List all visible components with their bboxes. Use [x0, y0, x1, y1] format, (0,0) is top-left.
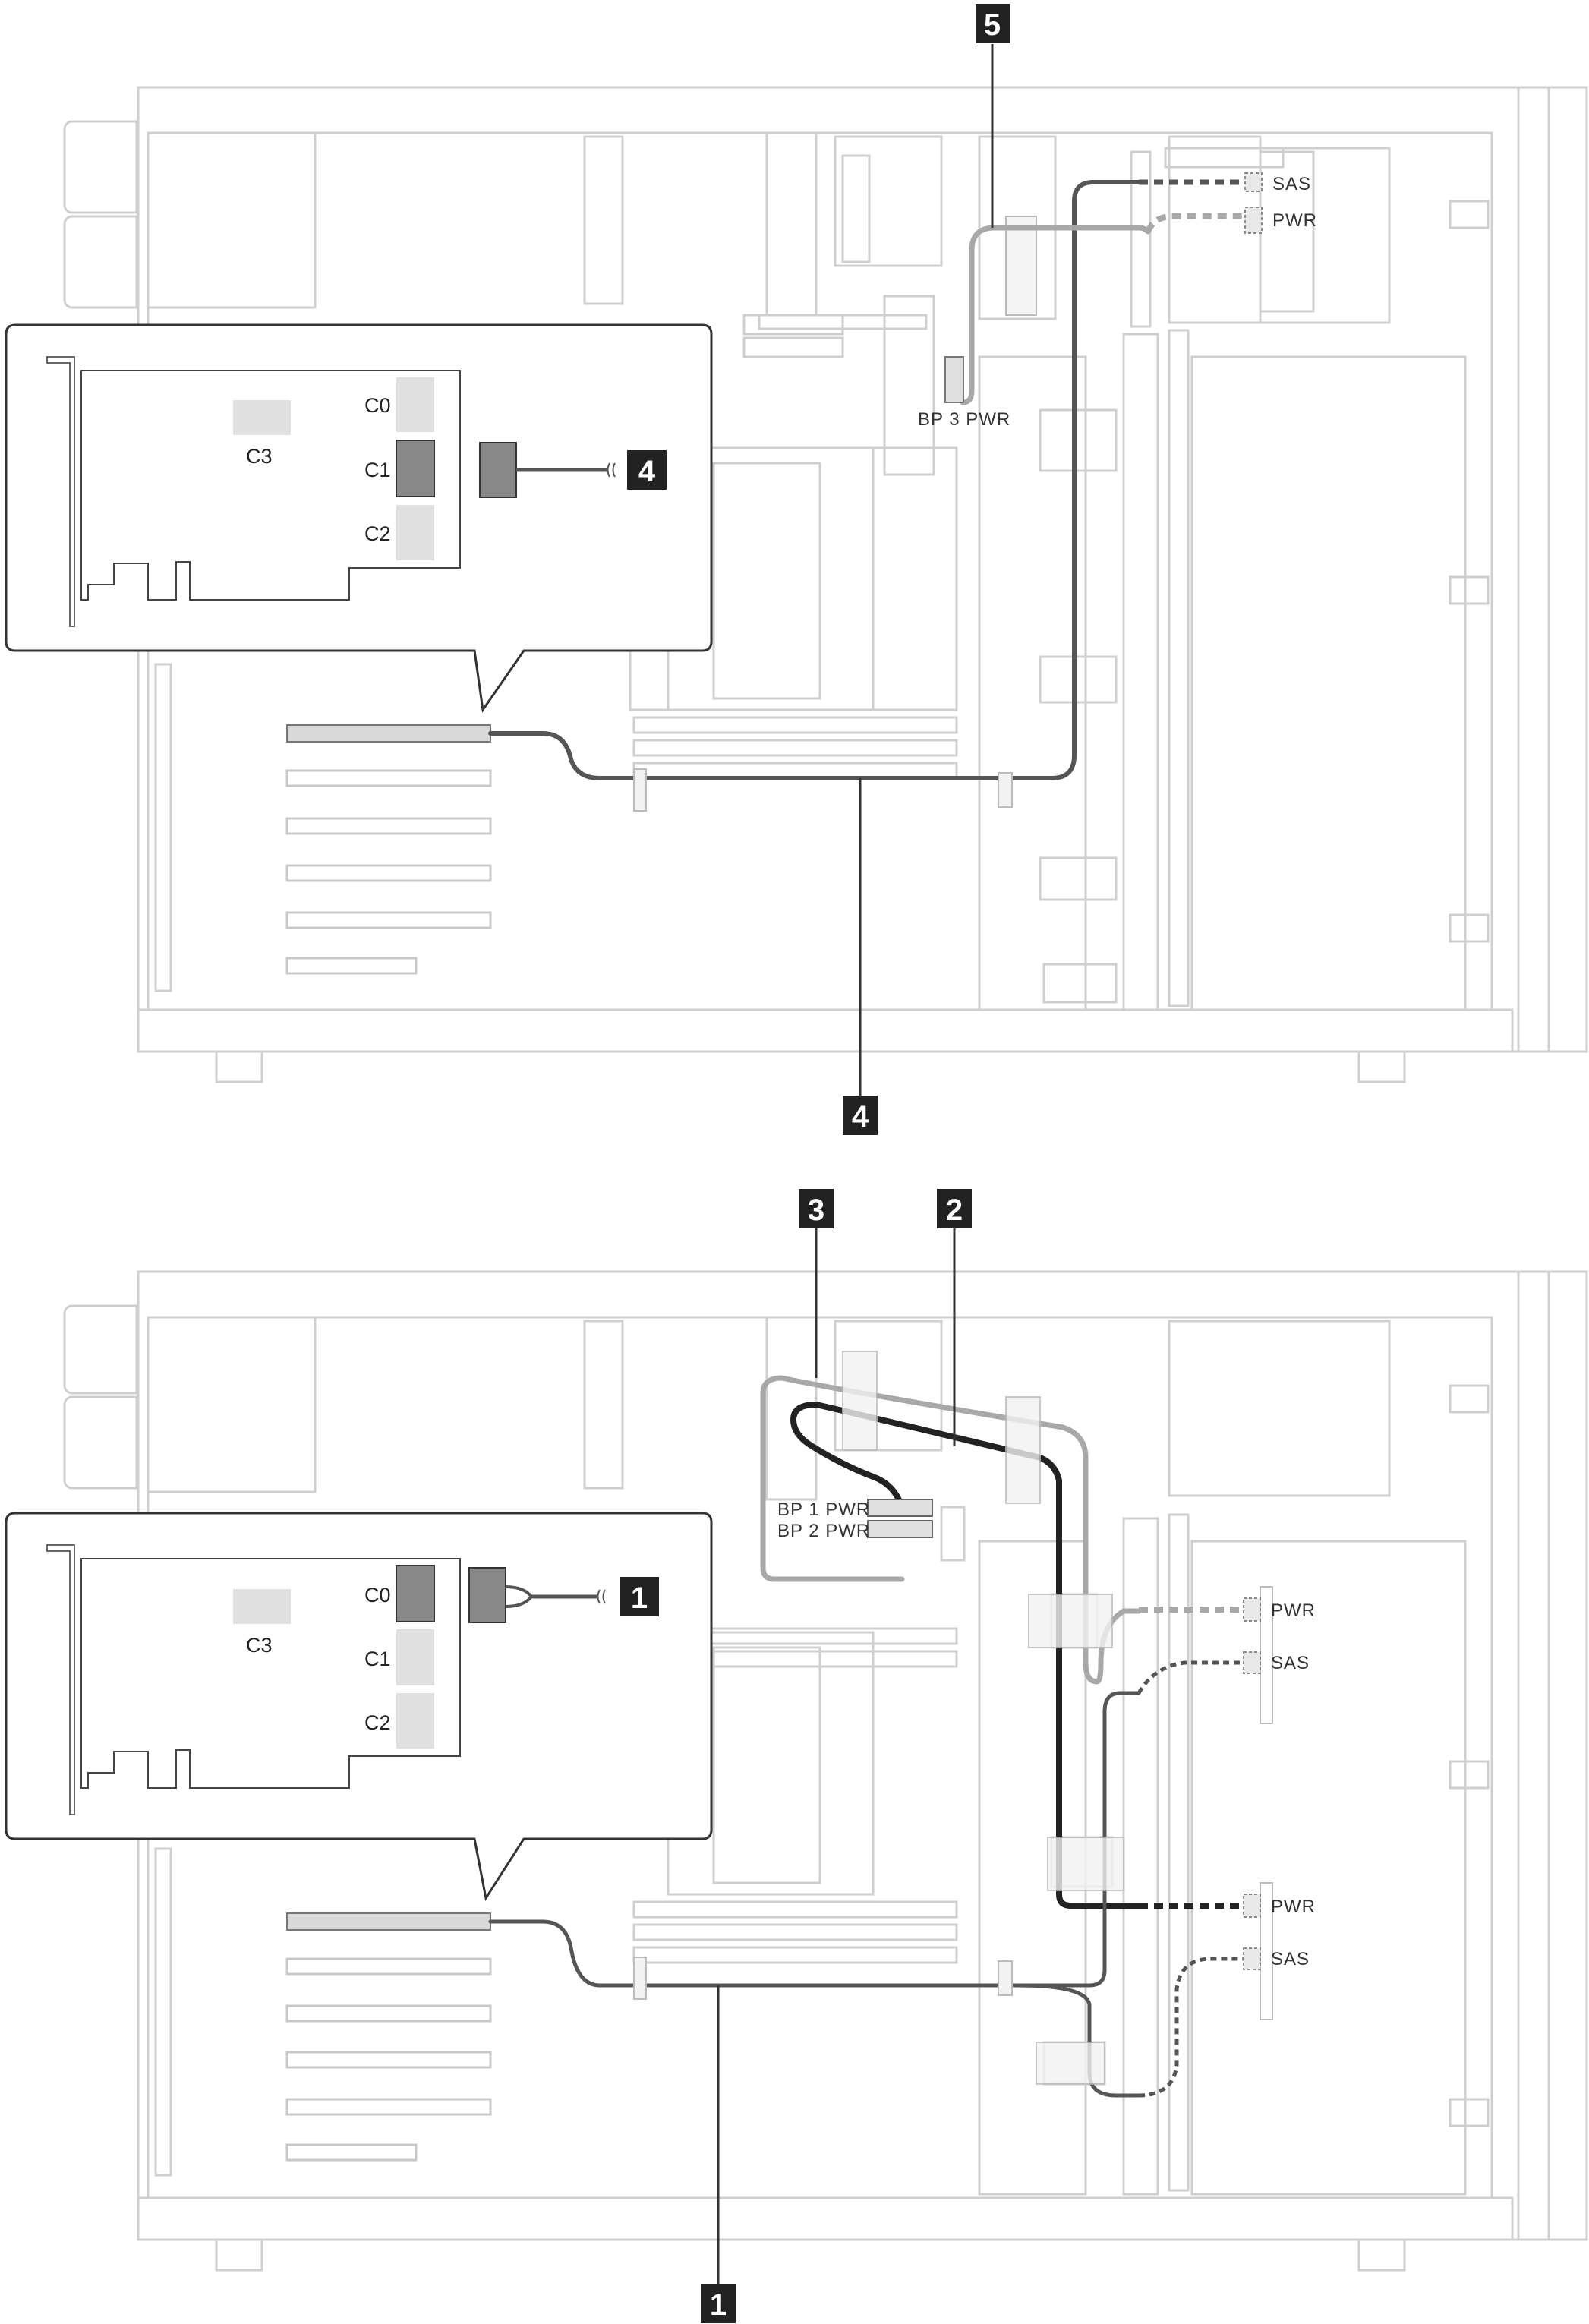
sas-cable-4: [488, 180, 1141, 780]
inset-callout-box-1: [620, 1577, 659, 1616]
backplane-sas-label: SAS: [1272, 174, 1311, 194]
cable-clip: [998, 1960, 1013, 1996]
power-cable-5: [960, 225, 1151, 405]
backplane-upper-sas-connector: [1243, 1651, 1261, 1674]
cable-clip: [998, 772, 1013, 808]
connector-c0: [396, 1565, 435, 1622]
connector-c1-label: C1: [364, 459, 391, 481]
bp2-power-label: BP 2 PWR: [777, 1521, 870, 1541]
callout-number-3: 3: [808, 1194, 824, 1227]
sas-cable-1-branch: [1015, 1983, 1141, 2098]
connector-c3: [233, 400, 291, 435]
connector-c2-label: C2: [364, 1711, 391, 1734]
connector-c3: [233, 1589, 291, 1624]
callout-box-4: [843, 1096, 878, 1135]
power-cable-2: [790, 1401, 1142, 1909]
callout-number-4: 4: [852, 1100, 869, 1134]
raid-adapter-slot: [286, 724, 491, 743]
power-cable-5-dashed-end: [1145, 213, 1245, 233]
inset-callout-number-4: 4: [638, 455, 656, 488]
connector-c1: [396, 1629, 434, 1685]
backplane-lower-pwr-connector: [1243, 1894, 1261, 1918]
bp3-power-connector: [944, 356, 964, 403]
cable-clip: [1005, 1396, 1041, 1504]
raid-adapter-inset: C3 C0 C1 C2 1: [5, 1512, 713, 1901]
sas-cable-1-dashed-upper: [1137, 1660, 1245, 1695]
connector-c0-label: C0: [364, 1584, 391, 1607]
connector-c2-label: C2: [364, 522, 391, 545]
raid-adapter-slot: [286, 1912, 491, 1931]
cable-clip: [1036, 2042, 1105, 2085]
callout-box-1: [701, 2284, 736, 2323]
cable-clip: [633, 1957, 647, 2000]
sas-cable-1: [488, 1691, 1141, 1988]
diagram-bottom: BP 1 PWR BP 2 PWR PWR SAS PWR SAS 3 2 1 …: [5, 1189, 1588, 2323]
bp2-power-connector: [867, 1520, 933, 1538]
bp1-power-label: BP 1 PWR: [777, 1499, 870, 1520]
bp1-power-connector: [867, 1499, 933, 1517]
backplane-lower-sas-label: SAS: [1271, 1949, 1310, 1969]
callout-number-1: 1: [710, 2288, 727, 2322]
inset-callout-box-4: [627, 450, 667, 490]
connector-c1: [396, 440, 435, 497]
cable-plug: [468, 1567, 506, 1623]
connector-c0-label: C0: [364, 394, 391, 417]
connector-c2: [396, 1693, 434, 1749]
backplane-upper-pwr-connector: [1243, 1597, 1261, 1622]
callout-box-3: [799, 1189, 834, 1228]
backplane-connector-sas: [1244, 172, 1263, 192]
cable-clip: [1047, 1837, 1124, 1891]
power-cable-3: [760, 1375, 1142, 1685]
cable-clip: [1005, 216, 1037, 316]
connector-c2: [396, 505, 434, 560]
callout-number-2: 2: [946, 1194, 963, 1227]
bp3-power-label: BP 3 PWR: [918, 409, 1010, 430]
connector-c3-label: C3: [246, 1634, 273, 1657]
callout-box-2: [937, 1189, 972, 1228]
backplane-upper-pwr-label: PWR: [1271, 1600, 1316, 1621]
sas-cable-1-dashed-lower: [1138, 1957, 1245, 2098]
inset-callout-number-1: 1: [631, 1581, 648, 1615]
diagram-top: BP 3 PWR SAS PWR 5 4 C3 C0 C1 C2: [5, 4, 1588, 1135]
backplane-connector-pwr: [1244, 207, 1263, 234]
cable-plug: [479, 442, 517, 498]
connector-c0: [396, 377, 434, 432]
backplane-lower-pwr-label: PWR: [1271, 1897, 1316, 1917]
connector-c1-label: C1: [364, 1648, 391, 1670]
cable-clip: [842, 1351, 878, 1451]
backplane-lower-sas-connector: [1243, 1947, 1261, 1970]
backplane-upper-sas-label: SAS: [1271, 1653, 1310, 1673]
callout-box-5: [976, 4, 1010, 43]
cable-clip: [633, 768, 647, 812]
connector-c3-label: C3: [246, 445, 273, 468]
raid-adapter-inset: C3 C0 C1 C2 4: [5, 323, 713, 714]
callout-number-5: 5: [984, 8, 1001, 42]
backplane-pwr-label: PWR: [1272, 210, 1317, 231]
cable-clip: [1028, 1594, 1113, 1648]
